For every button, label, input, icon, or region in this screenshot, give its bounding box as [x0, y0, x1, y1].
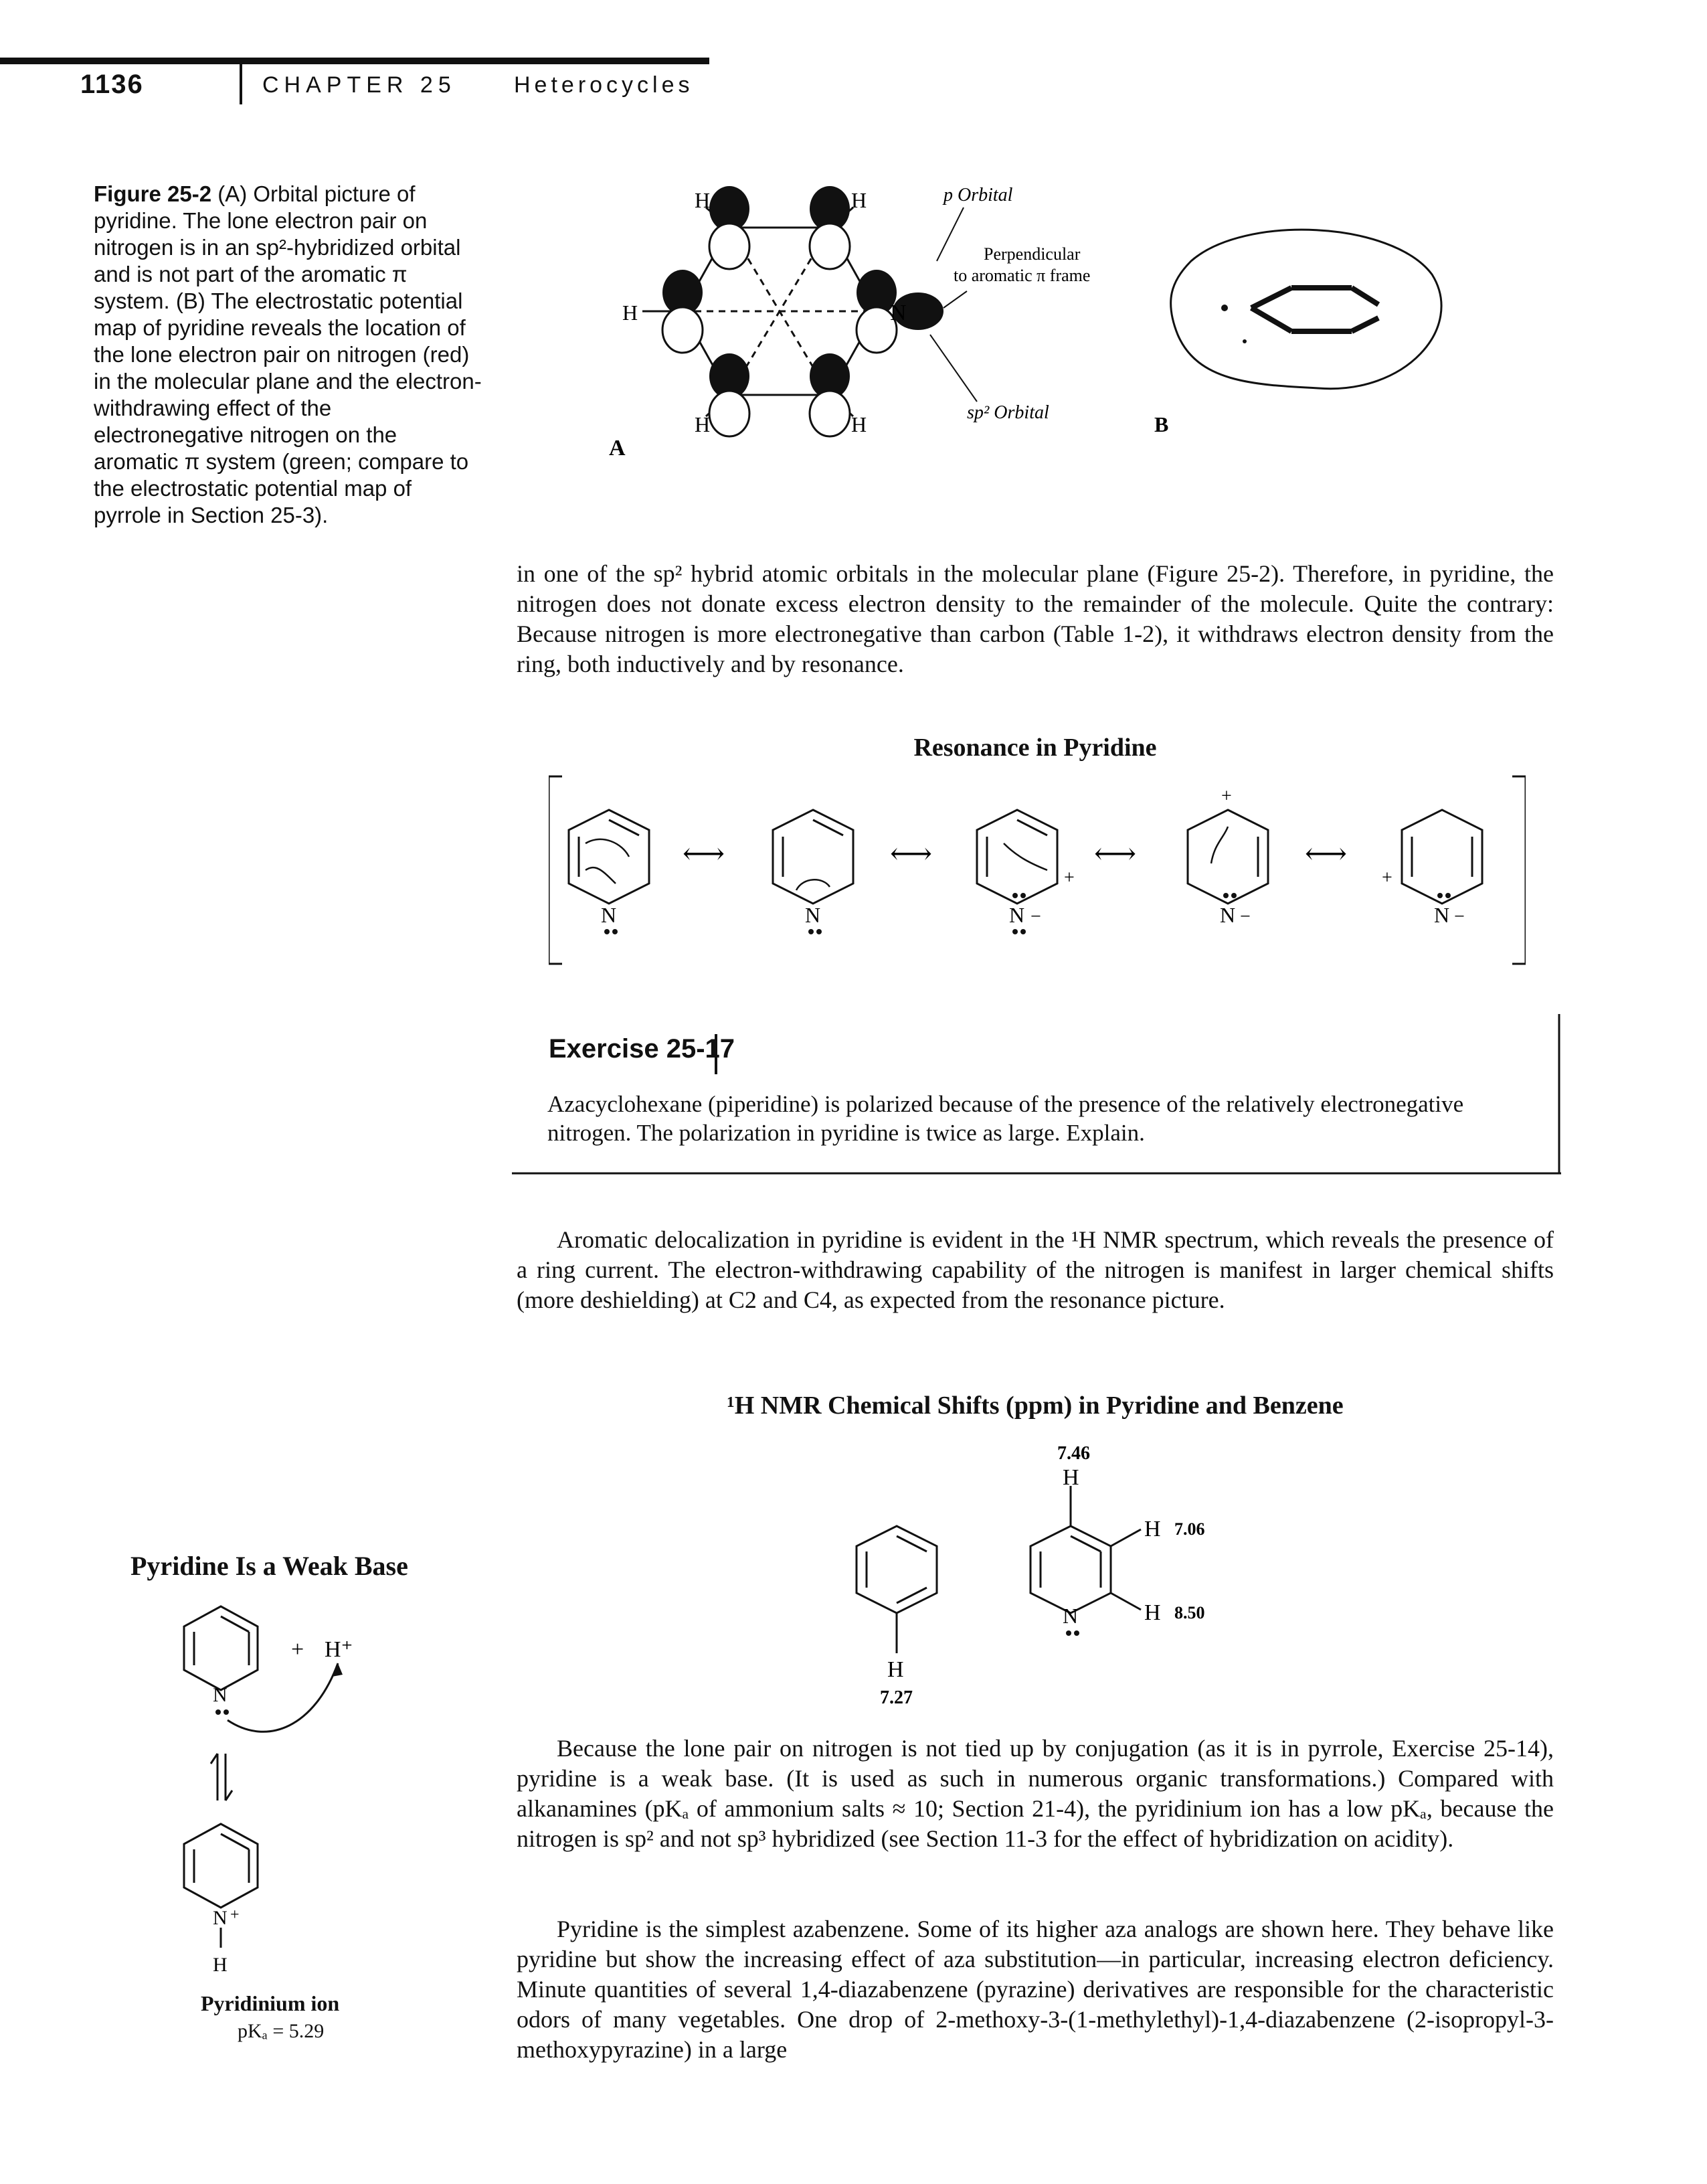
lone-pair-dots	[604, 893, 1451, 934]
benzene-ring	[855, 1525, 938, 1653]
weak-base-scheme: N + H⁺ N + H	[183, 1605, 353, 1976]
resonance-arrow: ⟷	[890, 837, 932, 870]
resonance-arrow: ⟷	[683, 837, 725, 870]
nitrogen-atom-label: N	[1009, 903, 1024, 927]
page-number: 1136	[80, 70, 144, 99]
positive-charge: +	[1064, 867, 1075, 888]
p-orbital-lobes	[661, 186, 898, 438]
body-paragraph: Aromatic delocalization in pyridine is e…	[517, 1226, 1554, 1313]
sp2-lone-pair-lobe	[893, 292, 944, 330]
nitrogen-atom-label: N	[1220, 903, 1235, 927]
exercise-title: Exercise 25-17	[549, 1034, 735, 1064]
positive-charge: +	[1382, 867, 1392, 888]
pyridine-h4-label: H	[1063, 1465, 1079, 1490]
pyridine-n-label: N	[213, 1684, 228, 1706]
weak-base-title: Pyridine Is a Weak Base	[130, 1551, 408, 1581]
h-atom-label: H	[695, 412, 710, 436]
p-orbital-label: p Orbital	[942, 185, 1013, 205]
positive-charge: +	[230, 1906, 240, 1924]
negative-charge: −	[1240, 906, 1251, 927]
h-atom-label: H	[695, 188, 710, 212]
resonance-rings	[567, 809, 1484, 905]
h-atom-label: H	[851, 188, 867, 212]
curved-arrow	[227, 1663, 339, 1733]
pyridine-h3-label: H	[1144, 1517, 1161, 1541]
pyridinium-ion-label: Pyridinium ion	[201, 1991, 340, 2015]
pyridinium-n-label: N	[213, 1907, 228, 1929]
benzene-h-label: H	[887, 1657, 904, 1682]
figure-caption-text: (A) Orbital picture of pyridine. The lon…	[94, 181, 482, 527]
resonance-scheme: N N N N N + + + − − − ⟷ ⟷ ⟷ ⟷	[549, 775, 1526, 965]
sp2-orbital-label: sp² Orbital	[967, 402, 1049, 423]
plus-sign: +	[291, 1637, 304, 1662]
benzene-shift: 7.27	[880, 1687, 913, 1708]
curved-arrows	[585, 826, 1229, 891]
pyridine-ring	[1029, 1486, 1142, 1614]
panel-b-letter: B	[1154, 412, 1168, 435]
pyridinium-ring	[183, 1823, 259, 1948]
running-title: Heterocycles	[514, 72, 694, 98]
exercise-box	[512, 1014, 1561, 1175]
pyridine-h2-label: H	[1144, 1600, 1161, 1625]
panel-a-letter: A	[609, 436, 626, 460]
exercise-text: Azacyclohexane (piperidine) is polarized…	[547, 1091, 1464, 1146]
chapter-label: CHAPTER 25	[262, 72, 456, 98]
pyridine-skeleton	[1249, 285, 1380, 334]
nmr-title: ¹H NMR Chemical Shifts (ppm) in Pyridine…	[727, 1392, 1344, 1420]
pyridine-c4-shift: 7.46	[1057, 1443, 1090, 1464]
orbital-picture-figure: N H H H H H p Orbital Perpendicular to a…	[609, 185, 1090, 460]
resonance-arrow: ⟷	[1094, 837, 1136, 870]
pyridine-c2-shift: 8.50	[1174, 1603, 1205, 1622]
header-rule	[0, 58, 709, 64]
nitrogen-atom-label: N	[805, 903, 820, 927]
nitrogen-atom-label: N	[1434, 903, 1449, 927]
body-paragraph: Because the lone pair on nitrogen is not…	[517, 1735, 1554, 1852]
negative-charge: −	[1454, 906, 1465, 927]
potential-surface-outline	[1170, 228, 1443, 390]
pka-label: pKₐ = 5.29	[238, 2020, 325, 2042]
proton-label: H⁺	[325, 1637, 353, 1662]
figure-caption: Figure 25-2 (A) Orbital picture of pyrid…	[94, 181, 482, 529]
body-paragraph: Pyridine is the simplest azabenzene. Som…	[517, 1916, 1554, 2063]
body-paragraph: in one of the sp² hybrid atomic orbitals…	[517, 560, 1554, 677]
pyridine-c3-shift: 7.06	[1174, 1519, 1205, 1539]
resonance-arrow: ⟷	[1305, 837, 1347, 870]
nmr-shifts-figure: H 7.27 7.46 H H 7.06 H 8.50 N	[855, 1443, 1205, 1708]
h-atom-label: H	[622, 301, 638, 325]
aromatic-frame-label: to aromatic π frame	[954, 266, 1090, 285]
nitrogen-atom-label: N	[890, 301, 907, 325]
equilibrium-arrows	[209, 1753, 234, 1801]
positive-charge: +	[1221, 786, 1232, 807]
header-divider	[240, 64, 242, 104]
pyridine-n-label: N	[1063, 1604, 1078, 1628]
pyridine-ring	[183, 1605, 259, 1691]
perpendicular-label: Perpendicular	[984, 244, 1081, 264]
h-atom-label: H	[851, 412, 867, 436]
resonance-title: Resonance in Pyridine	[913, 734, 1157, 762]
nitrogen-atom-label: N	[601, 903, 616, 927]
electrostatic-potential-map: B	[1154, 228, 1443, 435]
pyridinium-h-label: H	[213, 1954, 228, 1976]
negative-charge: −	[1030, 906, 1041, 927]
figure-caption-label: Figure 25-2	[94, 181, 212, 206]
